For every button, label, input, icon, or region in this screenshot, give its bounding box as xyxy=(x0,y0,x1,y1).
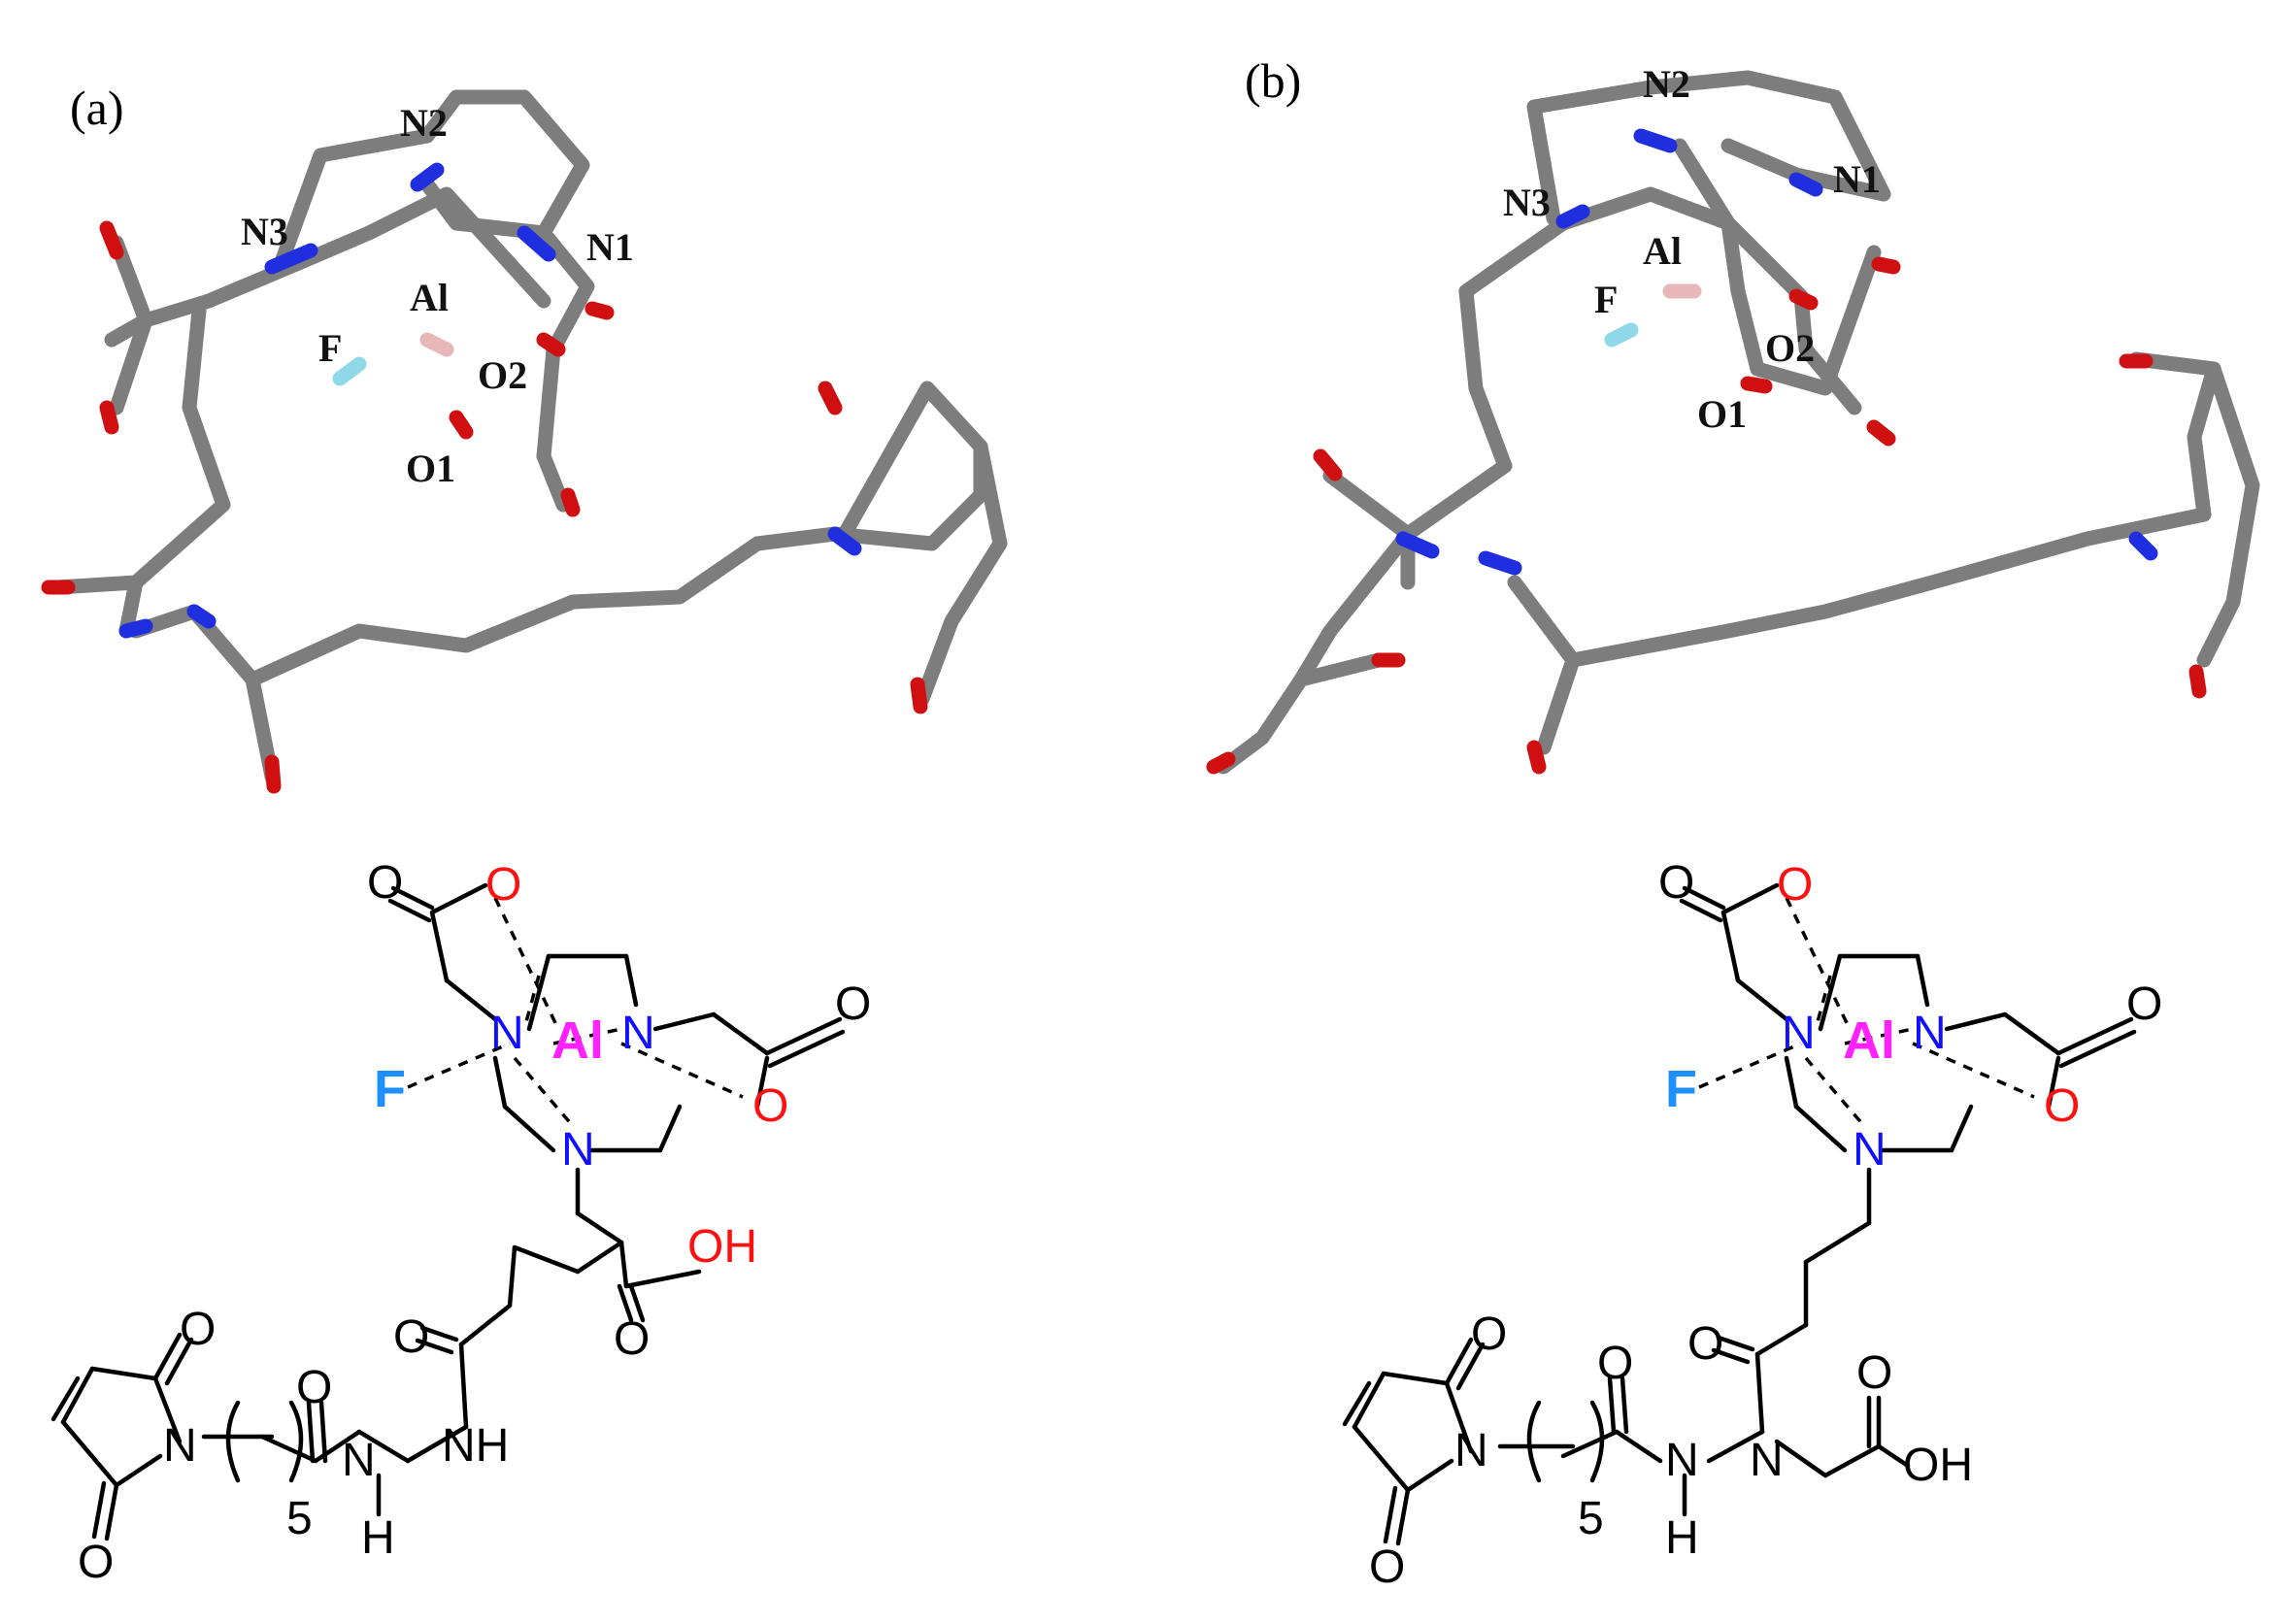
panel-b-hydroxyl: OH xyxy=(1903,1440,1973,1491)
panel-a-atom-o1: O1 xyxy=(406,447,455,490)
panel-a-maleimide-oxygen-top: O xyxy=(180,1304,216,1355)
panel-b-oxygen-carbonyl: O xyxy=(1658,857,1694,909)
panel-a-maleimide-nitrogen: N xyxy=(163,1420,197,1472)
panel-b-maleimide-oxygen-top: O xyxy=(1471,1309,1507,1360)
panel-b-hydrazide-nitrogen-left: N xyxy=(1665,1435,1699,1486)
panel-a-molecular-model xyxy=(41,89,1008,794)
panel-b-atom-o1: O1 xyxy=(1697,392,1747,436)
panel-b-oxygen-amide: O xyxy=(1687,1318,1723,1370)
panel-a-oxygen-carbonyl-right: O xyxy=(835,978,871,1030)
panel-a-oxygen-linker: O xyxy=(296,1362,332,1413)
panel-b-hydrazide-hydrogen: H xyxy=(1665,1512,1699,1564)
panel-a-nh-left-n: N xyxy=(342,1435,376,1486)
panel-b-atom-al: Al xyxy=(1643,229,1682,273)
panel-a-nitrogen-left: N xyxy=(490,1008,524,1059)
panel-a-nitrogen-bottom: N xyxy=(561,1124,595,1176)
panel-b-nitrogen-left: N xyxy=(1782,1008,1816,1059)
panel-a-atom-n2: N2 xyxy=(400,101,448,145)
panel-b-oxygen-carbonyl-right: O xyxy=(2126,978,2162,1030)
panel-b-molecular-model xyxy=(1206,70,2260,775)
panel-b-fluorine: F xyxy=(1665,1060,1697,1118)
panel-a-atom-n1: N1 xyxy=(586,225,634,269)
panel-a-nitrogen-right: N xyxy=(621,1008,655,1059)
panel-a-structure-formula xyxy=(50,882,846,1541)
panel-a-oxygen-coordinated-top: O xyxy=(485,859,521,911)
panel-b-repeat-count: 5 xyxy=(1578,1493,1604,1544)
panel-a-oxygen-coordinated-right: O xyxy=(752,1080,788,1132)
panel-a-atom-o2: O2 xyxy=(478,353,527,397)
panel-b-maleimide-oxygen-bottom: O xyxy=(1369,1541,1405,1593)
panel-b-oxygen-coordinated-right: O xyxy=(2044,1080,2080,1132)
panel-b-atom-n2: N2 xyxy=(1643,62,1690,106)
panel-b-oxygen-coordinated-top: O xyxy=(1777,859,1813,911)
panel-a-atom-n3: N3 xyxy=(241,210,288,253)
panel-a-nh-left-h: H xyxy=(361,1512,395,1564)
panel-b-nitrogen-bottom: N xyxy=(1853,1124,1887,1176)
panel-a-maleimide-oxygen-bottom: O xyxy=(78,1537,114,1588)
panel-a-repeat-count: 5 xyxy=(286,1493,313,1544)
panel-b-structure-formula xyxy=(1342,882,2137,1546)
panel-a-oxygen-amide: O xyxy=(393,1311,429,1363)
panel-a-fluorine: F xyxy=(374,1060,406,1118)
panel-b-atom-f: F xyxy=(1594,278,1618,321)
panel-b-oxygen-linker: O xyxy=(1597,1338,1633,1389)
panel-b-atom-n3: N3 xyxy=(1503,181,1551,224)
panel-b-label: (b) xyxy=(1245,53,1301,108)
panel-a-atom-f: F xyxy=(318,326,342,370)
panel-b-oxygen-acid: O xyxy=(1856,1347,1892,1399)
panel-b-hydrazide-nitrogen-right: N xyxy=(1750,1435,1784,1486)
panel-a-nh-right: NH xyxy=(442,1420,509,1472)
panel-b-nitrogen-right: N xyxy=(1913,1008,1947,1059)
panel-b-maleimide-nitrogen: N xyxy=(1454,1425,1488,1476)
panel-b-atom-n1: N1 xyxy=(1833,157,1881,201)
panel-b-atom-o2: O2 xyxy=(1765,326,1815,370)
panel-a-aluminium: Al xyxy=(551,1011,604,1070)
panel-b-aluminium: Al xyxy=(1843,1011,1895,1070)
panel-a-atom-al: Al xyxy=(410,276,449,319)
panel-a-label: (a) xyxy=(70,81,124,135)
panel-a-oxygen-acid: O xyxy=(614,1313,650,1365)
panel-a-oxygen-carbonyl: O xyxy=(367,857,403,909)
panel-a-hydroxyl: OH xyxy=(687,1221,757,1273)
